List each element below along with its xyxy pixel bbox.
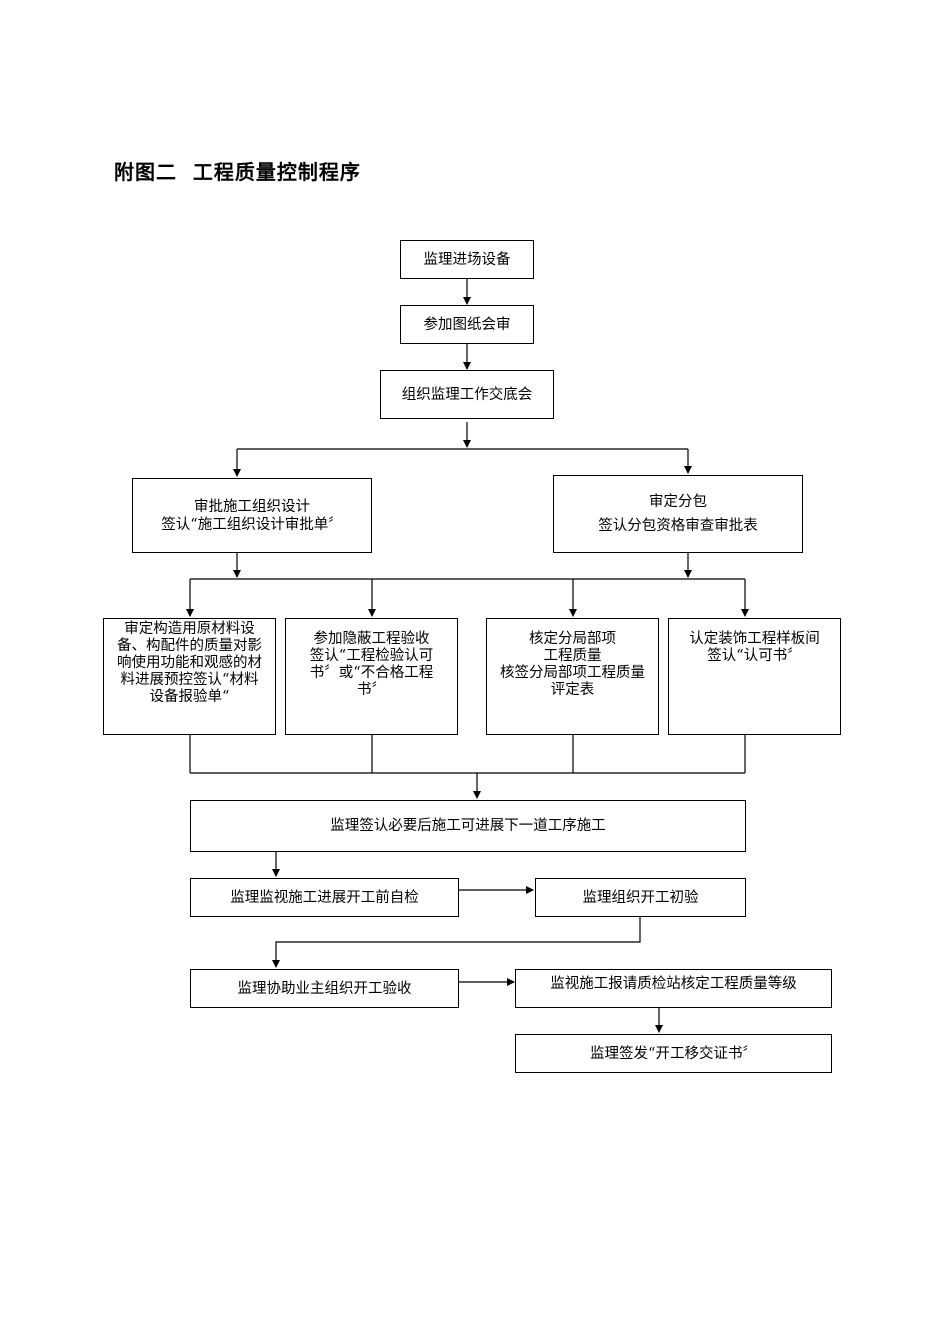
node-text: 参加图纸会审 <box>423 316 511 333</box>
node-entry: 监理进场设备 <box>400 240 534 279</box>
node-hidden-works: 参加隐蔽工程验收 签认“工程检验认可 书〞或“不合格工程 书〞 <box>285 618 458 735</box>
node-text: 工程质量 <box>543 648 602 664</box>
node-quality-grade: 监视施工报请质检站核定工程质量等级 <box>515 969 832 1008</box>
node-text: 签认“工程检验认可 <box>309 648 434 664</box>
node-text: 书〞或“不合格工程 <box>309 665 434 681</box>
node-text: 核定分局部项 <box>529 631 616 647</box>
node-text: 监理协助业主组织开工验收 <box>237 980 412 997</box>
node-text: 签认“施工组织设计审批单〞 <box>161 516 343 533</box>
node-text: 监理监视施工进展开工前自检 <box>230 889 419 906</box>
node-text: 监视施工报请质检站核定工程质量等级 <box>550 976 797 992</box>
node-initial-check: 监理组织开工初验 <box>535 878 746 917</box>
node-text: 评定表 <box>550 682 595 698</box>
node-text: 设备报验单“ <box>149 689 230 705</box>
node-text: 签认“认可书〞 <box>707 648 802 664</box>
node-text: 签认分包资格审查审批表 <box>598 518 758 534</box>
node-text: 监理进场设备 <box>423 251 511 268</box>
node-text: 审批施工组织设计 <box>194 498 310 515</box>
node-text: 参加隐蔽工程验收 <box>313 631 430 647</box>
node-materials: 审定构造用原材料设 备、构配件的质量对影 响使用功能和观感的材 料进展预控签认“… <box>103 618 276 735</box>
node-text: 监理签发“开工移交证书〞 <box>590 1045 757 1062</box>
node-decoration: 认定装饰工程样板间 签认“认可书〞 <box>668 618 841 735</box>
node-text: 监理组织开工初验 <box>582 889 699 906</box>
node-text: 响使用功能和观感的材 <box>117 655 262 671</box>
node-construction-design: 审批施工组织设计 签认“施工组织设计审批单〞 <box>132 478 372 553</box>
node-text: 核签分局部项工程质量 <box>500 665 645 681</box>
node-text: 认定装饰工程样板间 <box>689 631 820 647</box>
node-text: 组织监理工作交底会 <box>401 386 533 403</box>
node-sub-project: 核定分局部项 工程质量 核签分局部项工程质量 评定表 <box>486 618 659 735</box>
node-handover: 监理签发“开工移交证书〞 <box>515 1034 832 1073</box>
node-text: 料进展预控签认“材料 <box>120 672 259 688</box>
node-subcontract: 审定分包 签认分包资格审查审批表 <box>553 475 803 553</box>
node-text: 审定构造用原材料设 <box>124 621 255 637</box>
node-text: 备、构配件的质量对影 <box>117 638 262 654</box>
node-text: 审定分包 <box>649 494 707 510</box>
node-self-check: 监理监视施工进展开工前自检 <box>190 878 459 917</box>
node-text: 监理签认必要后施工可进展下一道工序施工 <box>330 818 606 834</box>
node-meeting: 组织监理工作交底会 <box>380 370 554 419</box>
node-drawing-review: 参加图纸会审 <box>400 305 534 344</box>
node-owner-acceptance: 监理协助业主组织开工验收 <box>190 969 459 1008</box>
page-title: 附图二 工程质量控制程序 <box>114 160 361 184</box>
node-next-process: 监理签认必要后施工可进展下一道工序施工 <box>190 800 746 852</box>
node-text: 书〞 <box>357 682 386 698</box>
arrow-initial-to-owner <box>272 917 641 968</box>
